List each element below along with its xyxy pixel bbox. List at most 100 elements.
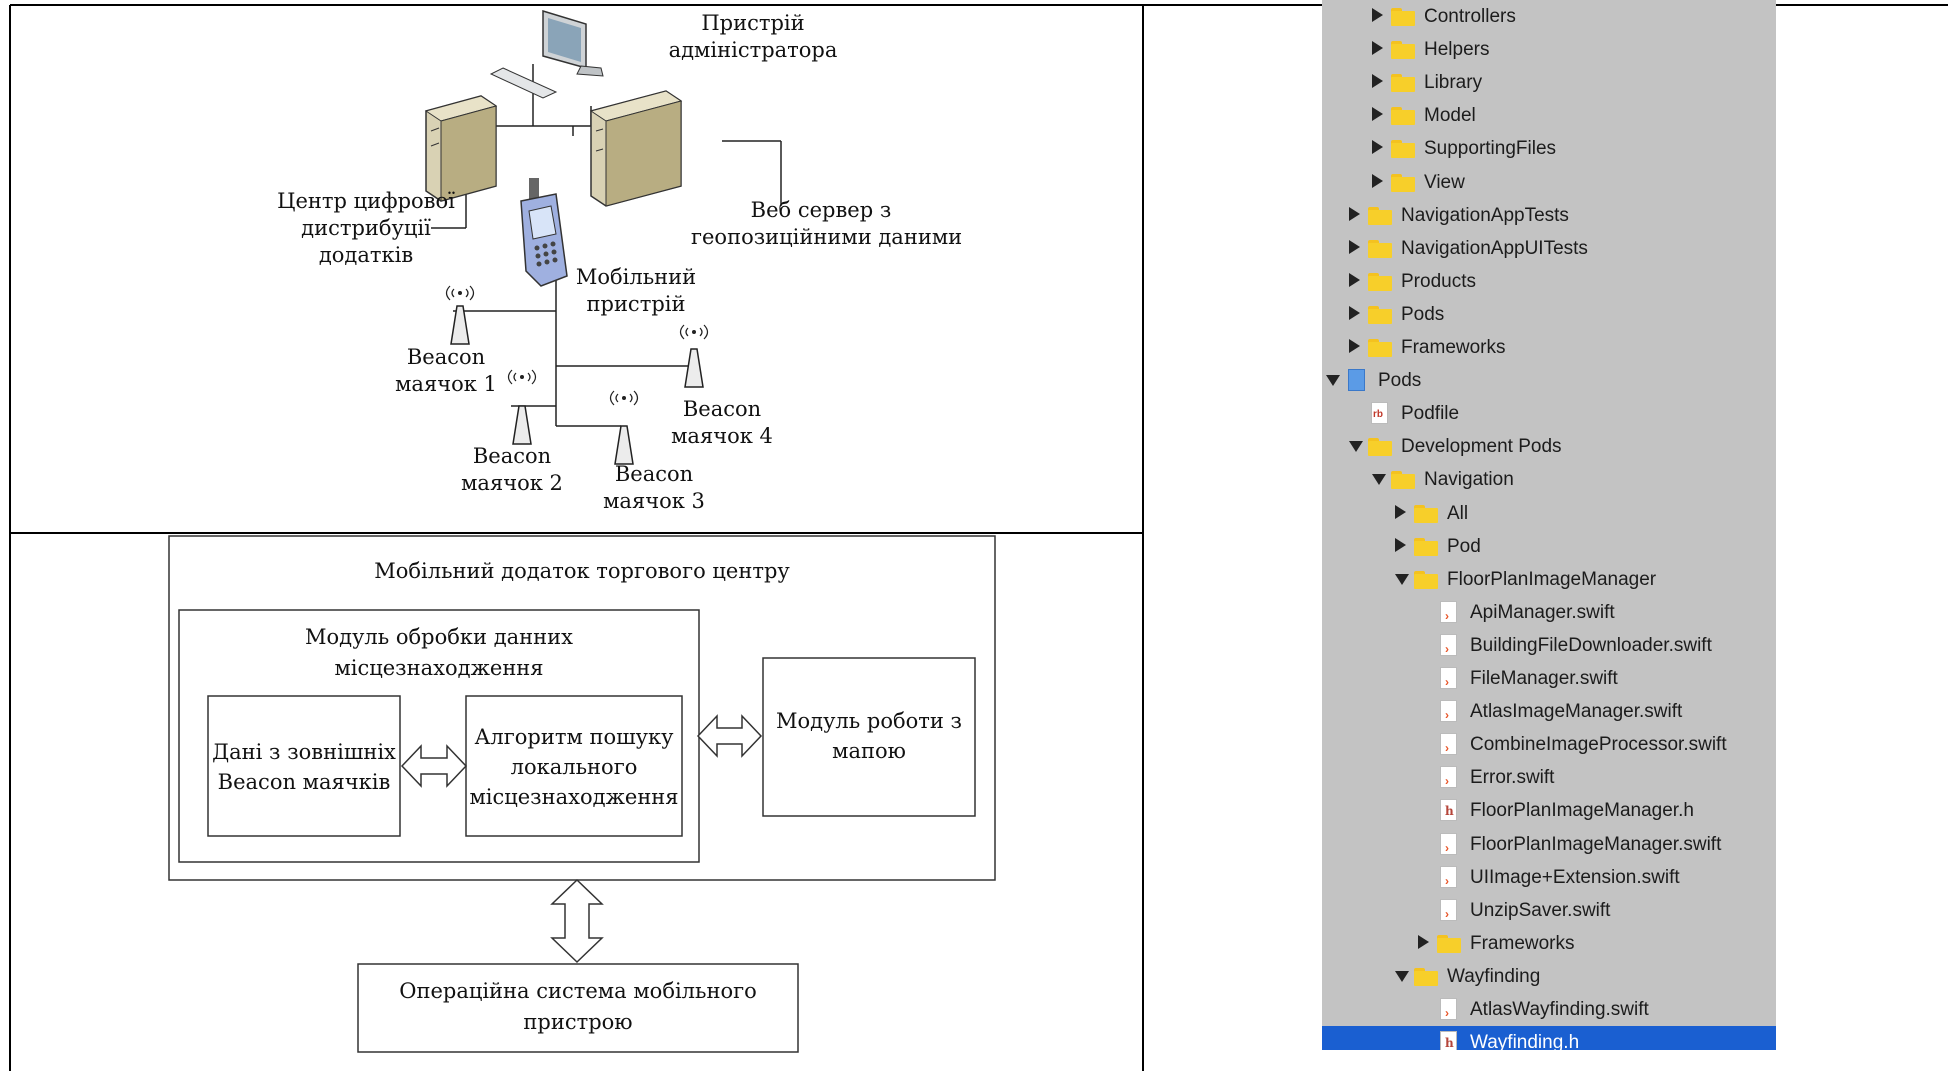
disclosure-closed-icon[interactable] <box>1372 107 1383 122</box>
folder-icon <box>1391 107 1415 126</box>
tree-item-label: FloorPlanImageManager.h <box>1470 800 1694 822</box>
tree-row[interactable]: ›Error.swift <box>1322 761 1776 794</box>
tree-row[interactable]: › ApiManager.swift <box>1322 596 1776 629</box>
disclosure-open-icon[interactable] <box>1372 474 1386 486</box>
tree-row[interactable]: ›CombineImageProcessor.swift <box>1322 728 1776 761</box>
architecture-diagram: Мобільний додаток торгового центру Модул… <box>11 534 1142 1071</box>
header-file-icon: h <box>1440 799 1457 822</box>
disclosure-closed-icon[interactable] <box>1418 934 1429 949</box>
beacon-2-label: Beacon маячок 2 <box>461 444 563 495</box>
tree-item-label: NavigationAppTests <box>1401 204 1569 226</box>
folder-icon <box>1368 239 1392 258</box>
tree-item-label: Pods <box>1401 303 1445 325</box>
tree-item-label: BuildingFileDownloader.swift <box>1470 634 1712 656</box>
folder-icon <box>1414 504 1438 523</box>
tree-item-label: Library <box>1424 72 1483 94</box>
tree-row[interactable]: Pod <box>1322 530 1776 563</box>
tree-item-label: AtlasImageManager.swift <box>1470 701 1683 723</box>
tree-row[interactable]: Frameworks <box>1322 927 1776 960</box>
disclosure-open-icon[interactable] <box>1326 375 1340 387</box>
folder-icon <box>1368 272 1392 291</box>
distribution-center-label: Центр цифрової дистрибуції додатків <box>277 189 455 267</box>
disclosure-closed-icon[interactable] <box>1349 305 1360 320</box>
tree-row[interactable]: Pods <box>1322 364 1776 397</box>
tree-row[interactable]: Frameworks <box>1322 331 1776 364</box>
tree-row[interactable]: Controllers <box>1322 0 1776 33</box>
swift-file-icon: › <box>1440 600 1457 623</box>
mobile-device-label: Мобільний пристрій <box>575 265 697 316</box>
swift-file-icon: › <box>1440 865 1457 888</box>
disclosure-closed-icon[interactable] <box>1372 74 1383 89</box>
folder-icon <box>1391 471 1415 490</box>
disclosure-closed-icon[interactable] <box>1349 272 1360 287</box>
server-icon <box>424 95 498 202</box>
os-text: Операційна система мобільного пристрою <box>399 979 757 1034</box>
tree-row[interactable]: Library <box>1322 66 1776 99</box>
tree-item-label: Helpers <box>1424 39 1490 61</box>
swift-file-icon: › <box>1440 667 1457 689</box>
tree-row[interactable]: › BuildingFileDownloader.swift <box>1322 629 1776 662</box>
tree-item-label: NavigationAppUITests <box>1401 237 1588 259</box>
beacon-3-label: Beacon маячок 3 <box>603 462 705 513</box>
tree-item-label: Podfile <box>1401 403 1460 425</box>
tree-row[interactable]: ›FloorPlanImageManager.swift <box>1322 828 1776 861</box>
disclosure-closed-icon[interactable] <box>1372 8 1383 22</box>
disclosure-closed-icon[interactable] <box>1395 504 1406 519</box>
tree-item-label: Development Pods <box>1401 436 1562 458</box>
tree-row[interactable]: h FloorPlanImageManager.h <box>1322 794 1776 827</box>
disclosure-closed-icon[interactable] <box>1395 537 1406 552</box>
server-icon <box>589 90 683 207</box>
tree-row[interactable]: Development Pods <box>1322 430 1776 463</box>
tree-item-label: UnzipSaver.swift <box>1470 899 1611 921</box>
tree-row[interactable]: Model <box>1322 99 1776 132</box>
os-box <box>357 963 799 1053</box>
tree-row[interactable]: FloorPlanImageManager <box>1322 563 1776 596</box>
tree-item-label: ApiManager.swift <box>1470 601 1615 623</box>
tree-row[interactable]: View <box>1322 166 1776 199</box>
disclosure-closed-icon[interactable] <box>1349 239 1360 254</box>
tree-row[interactable]: Helpers <box>1322 33 1776 66</box>
disclosure-closed-icon[interactable] <box>1372 41 1383 56</box>
map-module-box <box>762 657 976 817</box>
disclosure-open-icon[interactable] <box>1395 970 1409 982</box>
tree-row[interactable]: Pods <box>1322 298 1776 331</box>
double-arrow-icon <box>550 878 604 964</box>
folder-icon <box>1414 570 1438 589</box>
tree-row[interactable]: Wayfinding <box>1322 960 1776 993</box>
disclosure-open-icon[interactable] <box>1349 441 1363 453</box>
double-arrow-icon <box>696 714 763 758</box>
folder-icon <box>1391 41 1415 60</box>
disclosure-closed-icon[interactable] <box>1349 339 1360 353</box>
tree-row[interactable]: Products <box>1322 265 1776 298</box>
tree-item-label: SupportingFiles <box>1424 138 1557 160</box>
tree-row[interactable]: ›AtlasWayfinding.swift <box>1322 993 1776 1026</box>
tree-row[interactable]: ›UnzipSaver.swift <box>1322 894 1776 927</box>
tree-item-label: FloorPlanImageManager.swift <box>1470 833 1722 855</box>
tree-item-label: FileManager.swift <box>1470 668 1618 689</box>
folder-icon <box>1368 438 1392 457</box>
header-file-icon: h <box>1440 1031 1457 1050</box>
disclosure-closed-icon[interactable] <box>1372 173 1383 188</box>
tree-row[interactable]: All <box>1322 497 1776 530</box>
swift-file-icon: › <box>1440 633 1457 656</box>
beacon-1-label: Beacon маячок 1 <box>395 345 497 396</box>
app-title: Мобільний додаток торгового центру <box>374 559 790 583</box>
tree-row[interactable]: SupportingFiles <box>1322 132 1776 165</box>
beacon-4-label: Beacon маячок 4 <box>671 397 773 448</box>
mobile-phone-icon <box>520 178 568 287</box>
tree-row[interactable]: › FileManager.swift <box>1322 662 1776 695</box>
disclosure-open-icon[interactable] <box>1395 573 1409 585</box>
disclosure-closed-icon[interactable] <box>1349 206 1360 221</box>
tree-row[interactable]: NavigationAppUITests <box>1322 232 1776 265</box>
tree-row[interactable]: ›AtlasImageManager.swift <box>1322 695 1776 728</box>
tree-row[interactable]: Navigation <box>1322 463 1776 496</box>
disclosure-closed-icon[interactable] <box>1372 140 1383 155</box>
tree-row[interactable]: NavigationAppTests <box>1322 199 1776 232</box>
tree-row[interactable]: ›UIImage+Extension.swift <box>1322 861 1776 894</box>
folder-icon <box>1391 173 1415 192</box>
swift-file-icon: › <box>1440 998 1457 1020</box>
project-icon <box>1348 369 1365 392</box>
